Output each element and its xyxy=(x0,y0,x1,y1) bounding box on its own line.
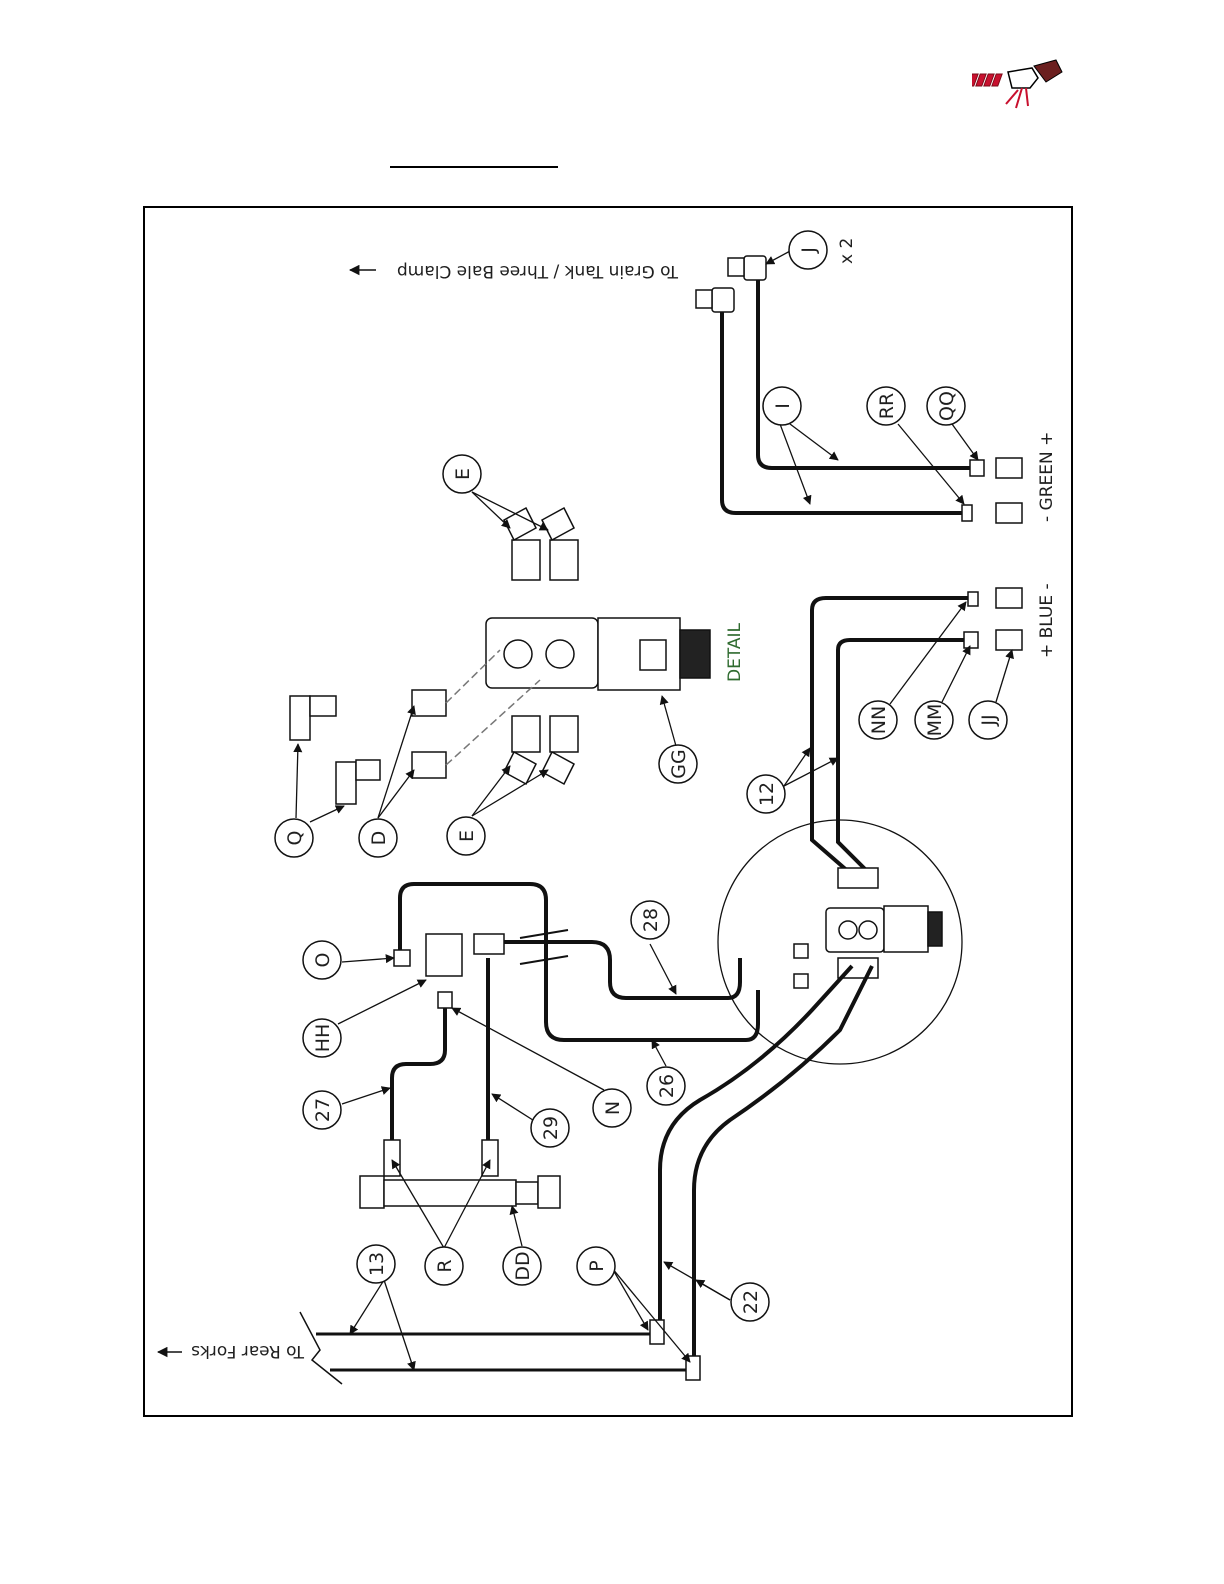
blue-label: + BLUE - xyxy=(1037,583,1057,658)
callout-jj-label: JJ xyxy=(978,714,1000,726)
callout-27-label: 27 xyxy=(312,1098,334,1122)
callout-28-label: 28 xyxy=(640,908,662,932)
hose-13 xyxy=(300,1312,690,1384)
callout-e-top-label: E xyxy=(452,468,474,480)
hose-12 xyxy=(812,598,970,880)
quick-coupler-green xyxy=(962,458,1022,523)
callout-j-label: J xyxy=(798,247,820,254)
callout-22-label: 22 xyxy=(740,1290,762,1314)
callout-q-label: Q xyxy=(284,831,306,846)
callout-dd-label: DD xyxy=(512,1251,534,1280)
quick-coupler-blue xyxy=(964,588,1022,650)
fitting-q xyxy=(290,696,380,804)
callout-26-label: 26 xyxy=(656,1074,678,1098)
cylinder-dd xyxy=(360,1140,560,1208)
fitting-j xyxy=(696,256,766,312)
callout-13-label: 13 xyxy=(366,1252,388,1276)
callout-nn-label: NN xyxy=(868,706,890,734)
callout-rr-label: RR xyxy=(876,393,898,419)
valve-detail xyxy=(486,618,710,690)
callout-p-label: P xyxy=(586,1260,608,1271)
callout-29-label: 29 xyxy=(540,1116,562,1140)
detail-label: DETAIL xyxy=(725,622,745,682)
callout-hh-label: HH xyxy=(312,1024,334,1053)
quantity-label: x 2 xyxy=(837,238,857,264)
callout-r-label: R xyxy=(434,1259,456,1272)
green-label: - GREEN + xyxy=(1037,432,1057,522)
callout-12-label: 12 xyxy=(756,782,778,806)
callout-o-label: O xyxy=(312,953,334,968)
grain-tank-note: To Grain Tank / Three Bale Clamp xyxy=(350,261,679,281)
callout-n-label: N xyxy=(602,1101,624,1115)
callout-e-bottom-label: E xyxy=(456,830,478,842)
callout-gg-label: GG xyxy=(668,749,690,778)
fitting-e-top xyxy=(504,508,578,580)
callout-qq-label: QQ xyxy=(936,391,958,421)
grain-tank-label: To Grain Tank / Three Bale Clamp xyxy=(397,261,679,281)
callout-mm-label: MM xyxy=(924,704,946,737)
callout-i-label: I xyxy=(772,403,794,409)
callout-d-label: D xyxy=(368,831,390,846)
rear-forks-label: To Rear Forks xyxy=(191,1341,305,1361)
rear-forks-note: To Rear Forks xyxy=(158,1341,305,1361)
hose-27-29 xyxy=(392,958,488,1140)
